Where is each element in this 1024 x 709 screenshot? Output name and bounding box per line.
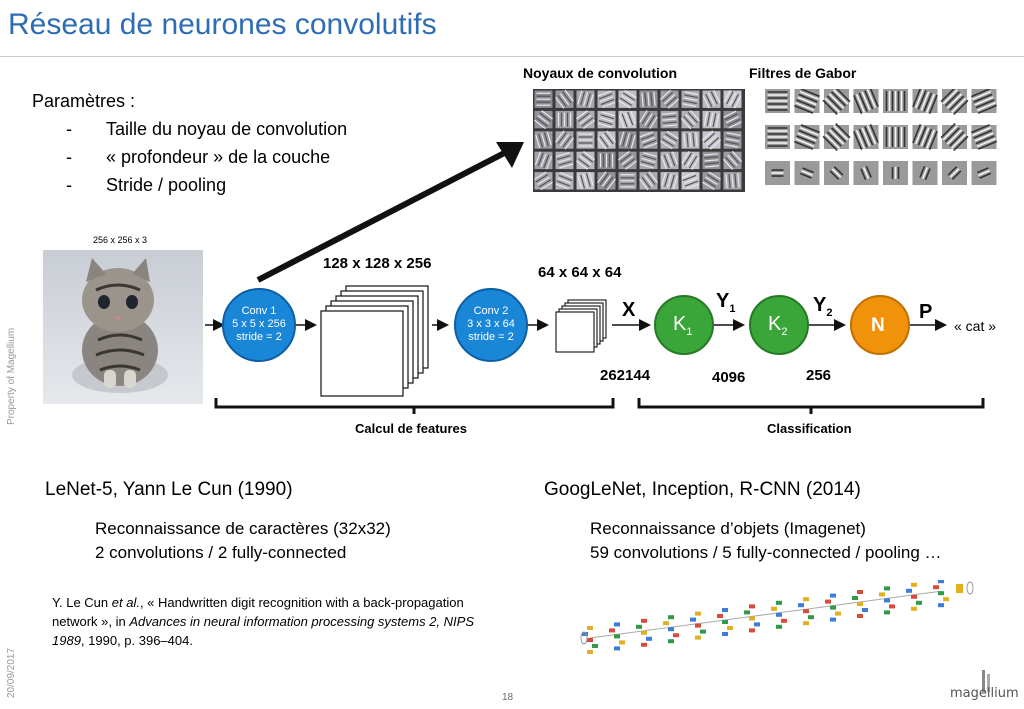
feature-map-stack-1 bbox=[320, 285, 429, 397]
y1-label: Y1 bbox=[716, 290, 735, 315]
page-title: Réseau de neurones convolutifs bbox=[8, 8, 437, 41]
kernels-image bbox=[533, 89, 745, 192]
lenet-line-2: 2 convolutions / 2 fully-connected bbox=[95, 543, 347, 562]
y1-letter: Y bbox=[716, 290, 730, 312]
output-label: « cat » bbox=[954, 318, 997, 334]
layer1-size-label: 128 x 128 x 256 bbox=[323, 255, 432, 272]
y2-letter: Y bbox=[813, 294, 827, 316]
params-item-2: - « profondeur » de la couche bbox=[66, 147, 446, 168]
conv1-node bbox=[222, 288, 296, 362]
x-dim-label: 262144 bbox=[600, 367, 651, 384]
googlenet-architecture-image bbox=[580, 580, 974, 654]
googlenet-title: GoogLeNet, Inception, R-CNN (2014) bbox=[544, 479, 861, 500]
kernel-arrow bbox=[256, 143, 520, 283]
bullet: - bbox=[66, 147, 72, 167]
features-caption: Calcul de features bbox=[355, 421, 467, 436]
k2-subscript: 2 bbox=[781, 326, 788, 338]
p-label: P bbox=[919, 301, 933, 323]
layer2-size-label: 64 x 64 x 64 bbox=[538, 264, 622, 281]
gabor-filters-image bbox=[765, 89, 998, 185]
page-number: 18 bbox=[502, 692, 514, 703]
n-node bbox=[850, 295, 910, 355]
bullet: - bbox=[66, 175, 72, 195]
conv2-line: Conv 2 bbox=[473, 305, 509, 317]
params-item-text: Taille du noyau de convolution bbox=[106, 119, 348, 139]
n-label: N bbox=[871, 315, 885, 336]
classification-caption: Classification bbox=[767, 421, 852, 436]
googlenet-line-1: Reconnaissance d’objets (Imagenet) bbox=[590, 519, 866, 538]
y1-dim-label: 4096 bbox=[712, 369, 746, 386]
lenet-title: LeNet-5, Yann Le Cun (1990) bbox=[45, 479, 293, 500]
conv2-node bbox=[454, 288, 528, 362]
feature-map-stack-2 bbox=[555, 299, 607, 353]
k2-letter: K bbox=[768, 313, 782, 335]
params-heading: Paramètres : bbox=[32, 91, 136, 111]
conv1-text: Conv 1 5 x 5 x 256 stride = 2 bbox=[223, 305, 295, 344]
reference-etal: et al. bbox=[111, 595, 140, 610]
k1-subscript: 1 bbox=[686, 326, 693, 338]
conv2-text: Conv 2 3 x 3 x 64 stride = 2 bbox=[455, 305, 527, 344]
params-item-text: Stride / pooling bbox=[106, 175, 227, 195]
magellium-logo: magellium bbox=[950, 670, 1020, 702]
reference-pages: , 1990, p. 396–404. bbox=[80, 633, 193, 648]
kitten-photo bbox=[43, 250, 203, 404]
logo-text: magellium bbox=[950, 686, 1019, 701]
reference-authors: Y. Le Cun bbox=[52, 595, 112, 610]
reference-venue: Advances in neural information processin… bbox=[52, 614, 474, 648]
gabor-title: Filtres de Gabor bbox=[749, 65, 857, 81]
y1-subscript: 1 bbox=[729, 303, 736, 315]
params-item-3: - Stride / pooling bbox=[66, 175, 446, 196]
features-brace bbox=[214, 398, 615, 414]
x-label: X bbox=[622, 299, 636, 321]
y2-subscript: 2 bbox=[826, 307, 833, 319]
conv1-line: stride = 2 bbox=[236, 331, 282, 343]
reference-text: Y. Le Cun et al., « Handwritten digit re… bbox=[52, 593, 502, 650]
input-size-label: 256 x 256 x 3 bbox=[93, 235, 148, 245]
k1-label: K1 bbox=[673, 313, 692, 338]
googlenet-line-2: 59 convolutions / 5 fully-connected / po… bbox=[590, 543, 942, 562]
title-divider bbox=[0, 56, 1024, 57]
conv1-line: 5 x 5 x 256 bbox=[232, 318, 286, 330]
conv2-line: stride = 2 bbox=[468, 331, 514, 343]
reference-title: , « Handwritten digit recognition with a… bbox=[52, 595, 464, 629]
conv1-line: Conv 1 bbox=[241, 305, 277, 317]
params-item-text: « profondeur » de la couche bbox=[106, 147, 331, 167]
bullet: - bbox=[66, 119, 72, 139]
classification-brace bbox=[637, 398, 985, 414]
k1-letter: K bbox=[673, 313, 687, 335]
conv2-line: 3 x 3 x 64 bbox=[467, 318, 515, 330]
y2-label: Y2 bbox=[813, 294, 832, 319]
k2-node bbox=[749, 295, 809, 355]
kernels-title: Noyaux de convolution bbox=[523, 65, 678, 81]
y2-dim-label: 256 bbox=[806, 367, 832, 384]
k1-node bbox=[654, 295, 714, 355]
k2-label: K2 bbox=[768, 313, 787, 338]
lenet-line-1: Reconnaissance de caractères (32x32) bbox=[95, 519, 391, 538]
params-item-1: - Taille du noyau de convolution bbox=[66, 119, 446, 140]
